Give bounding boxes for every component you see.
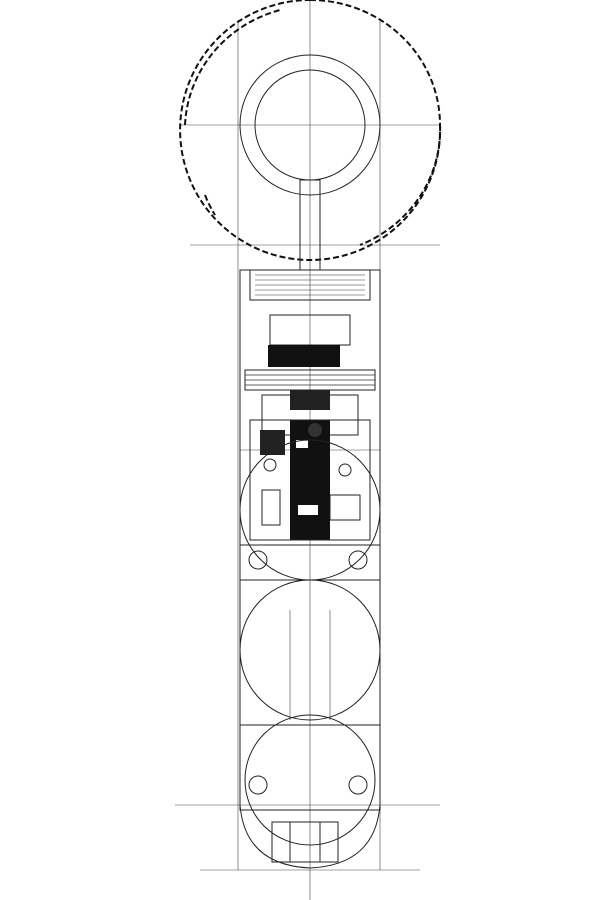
upper-mechanism xyxy=(244,269,376,436)
lower-cells xyxy=(239,439,381,846)
top-ring xyxy=(239,54,381,271)
swing-arc xyxy=(179,0,442,261)
circuit-board xyxy=(249,419,371,541)
